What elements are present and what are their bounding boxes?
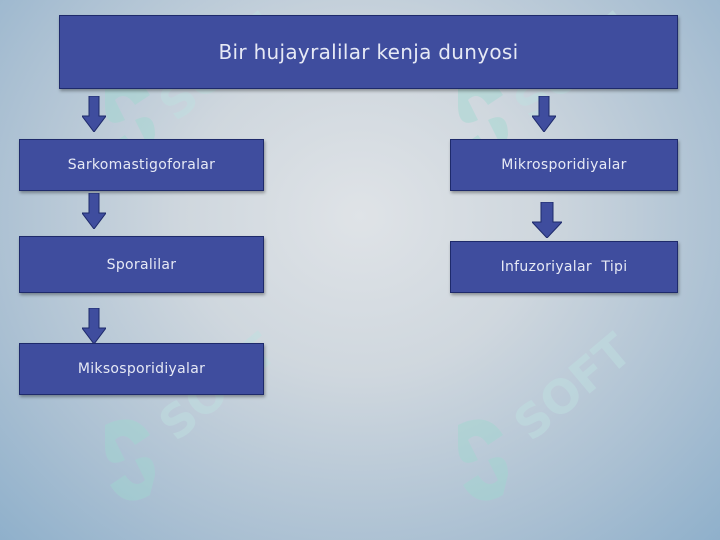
node-mikrosporidiyalar: Mikrosporidiyalar [450, 139, 678, 191]
node-sarkomastigoforalar: Sarkomastigoforalar [19, 139, 264, 191]
arrow-down-icon [82, 96, 106, 132]
arrow-down-icon [532, 96, 556, 132]
watermark-text: SOFT [503, 322, 642, 452]
watermark-logo-icon [458, 419, 508, 501]
arrow-down-icon [82, 193, 106, 229]
node-infuzoriyalar-tipi: Infuzoriyalar Tipi [450, 241, 678, 293]
node-sporalilar: Sporalilar [19, 236, 264, 293]
node-miksosporidiyalar: Miksosporidiyalar [19, 343, 264, 395]
arrow-down-icon [532, 202, 562, 238]
arrow-down-icon [82, 308, 106, 344]
diagram-title-box: Bir hujayralilar kenja dunyosi [59, 15, 678, 89]
watermark-logo-icon [105, 419, 155, 501]
